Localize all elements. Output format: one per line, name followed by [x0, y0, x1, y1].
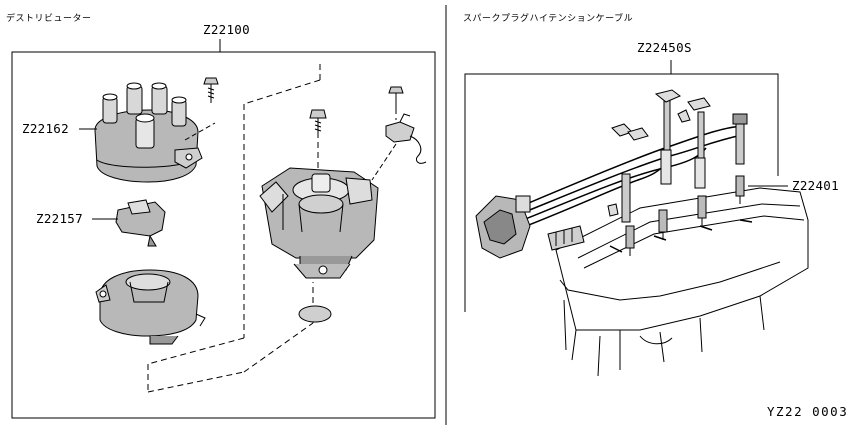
cap-bolt [203, 77, 219, 103]
spark-plugs [625, 175, 745, 256]
cable-clips [547, 89, 711, 251]
ignition-coil-pack [475, 195, 531, 259]
distributor-frame [11, 51, 436, 419]
diagram-reference-code: YZ22 0003 [767, 404, 849, 419]
distributor-housing [95, 269, 206, 345]
assembly-dash-lines [147, 64, 397, 393]
sensor-to-body-dash [371, 143, 397, 181]
cap-to-bolt-dash [184, 122, 216, 141]
engine-cylinder-head [555, 187, 809, 377]
distributor-cap [94, 82, 203, 183]
part-number-z22162[interactable]: Z22162 [22, 121, 69, 136]
spark-plug-boots [621, 93, 748, 223]
part-number-z22100[interactable]: Z22100 [203, 22, 250, 37]
o-ring [298, 305, 332, 323]
sensor-with-wire [385, 86, 427, 164]
part-number-z22157[interactable]: Z22157 [36, 211, 83, 226]
distributor-body [259, 167, 379, 279]
distributor-section-title: デストリビューター [6, 14, 92, 24]
body-bolt [309, 109, 327, 134]
part-number-z22401[interactable]: Z22401 [792, 178, 839, 193]
rotor [115, 199, 166, 247]
part-number-z22450s[interactable]: Z22450S [637, 40, 692, 55]
cable-frame [464, 73, 779, 312]
cable-section-title: スパークプラグハイテンションケーブル [463, 14, 634, 24]
